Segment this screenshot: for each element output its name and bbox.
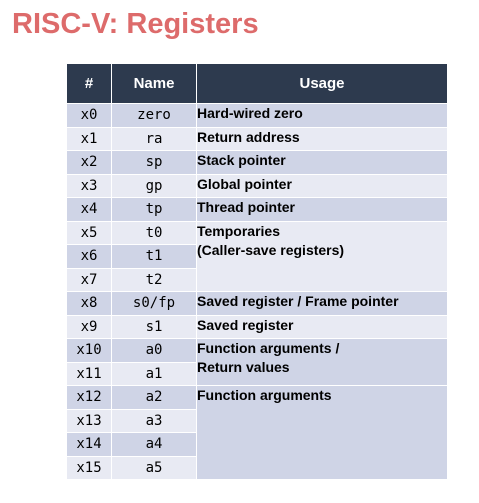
table-row: x12 a2 Function arguments xyxy=(66,385,448,480)
reg-usage-args: Function arguments xyxy=(196,385,448,480)
reg-usage: Hard-wired zero xyxy=(196,103,448,128)
table-row: x0 zero Hard-wired zero xyxy=(66,103,448,128)
reg-name: zero xyxy=(111,103,197,128)
reg-name: sp xyxy=(111,150,197,175)
usage-line: Function arguments / xyxy=(197,340,340,356)
reg-usage: Saved register xyxy=(196,314,448,339)
table-row: x13 a3 xyxy=(66,408,448,433)
reg-name: a4 xyxy=(111,432,197,457)
reg-num: x6 xyxy=(66,244,112,269)
page-title: RISC-V: Registers xyxy=(12,8,259,40)
reg-num: x4 xyxy=(66,197,112,222)
table-row: x7 t2 xyxy=(66,267,448,292)
reg-name: a5 xyxy=(111,455,197,480)
table-row: x9 s1 Saved register xyxy=(66,314,448,339)
table-header-row: # Name Usage xyxy=(66,63,448,104)
usage-line: Return values xyxy=(197,359,290,375)
header-num: # xyxy=(66,63,112,104)
reg-usage: Thread pointer xyxy=(196,197,448,222)
reg-num: x10 xyxy=(66,338,112,363)
reg-usage-temporaries: Temporaries (Caller-save registers) xyxy=(196,220,448,292)
reg-name: a0 xyxy=(111,338,197,363)
reg-num: x9 xyxy=(66,314,112,339)
reg-usage: Global pointer xyxy=(196,173,448,198)
table-row: x11 a1 xyxy=(66,361,448,386)
reg-num: x13 xyxy=(66,408,112,433)
reg-num: x11 xyxy=(66,361,112,386)
reg-name: tp xyxy=(111,197,197,222)
reg-name: a3 xyxy=(111,408,197,433)
reg-num: x5 xyxy=(66,220,112,245)
table-row: x8 s0/fp Saved register / Frame pointer xyxy=(66,291,448,316)
reg-name: a1 xyxy=(111,361,197,386)
table-row: x5 t0 Temporaries (Caller-save registers… xyxy=(66,220,448,292)
reg-num: x0 xyxy=(66,103,112,128)
reg-name: gp xyxy=(111,173,197,198)
usage-line: Temporaries xyxy=(197,222,280,239)
reg-num: x14 xyxy=(66,432,112,457)
header-name: Name xyxy=(111,63,197,104)
registers-table: # Name Usage x0 zero Hard-wired zero x1 … xyxy=(66,63,448,480)
reg-name: t0 xyxy=(111,220,197,245)
reg-name: s0/fp xyxy=(111,291,197,316)
reg-num: x8 xyxy=(66,291,112,316)
reg-num: x15 xyxy=(66,455,112,480)
table-row: x10 a0 Function arguments / Return value… xyxy=(66,338,448,386)
table-row: x4 tp Thread pointer xyxy=(66,197,448,222)
reg-name: ra xyxy=(111,126,197,151)
reg-name: a2 xyxy=(111,385,197,410)
reg-usage-args-return: Function arguments / Return values xyxy=(196,338,448,386)
table-row: x14 a4 xyxy=(66,432,448,457)
reg-name: s1 xyxy=(111,314,197,339)
reg-num: x2 xyxy=(66,150,112,175)
reg-usage: Return address xyxy=(196,126,448,151)
reg-usage: Stack pointer xyxy=(196,150,448,175)
table-row: x2 sp Stack pointer xyxy=(66,150,448,175)
table-row: x3 gp Global pointer xyxy=(66,173,448,198)
reg-num: x12 xyxy=(66,385,112,410)
table-row: x15 a5 xyxy=(66,455,448,480)
reg-name: t1 xyxy=(111,244,197,269)
table-row: x1 ra Return address xyxy=(66,126,448,151)
usage-line: (Caller-save registers) xyxy=(197,241,345,258)
reg-num: x7 xyxy=(66,267,112,292)
reg-name: t2 xyxy=(111,267,197,292)
reg-usage: Saved register / Frame pointer xyxy=(196,291,448,316)
reg-num: x3 xyxy=(66,173,112,198)
reg-num: x1 xyxy=(66,126,112,151)
header-usage: Usage xyxy=(196,63,448,104)
table-row: x6 t1 xyxy=(66,244,448,269)
